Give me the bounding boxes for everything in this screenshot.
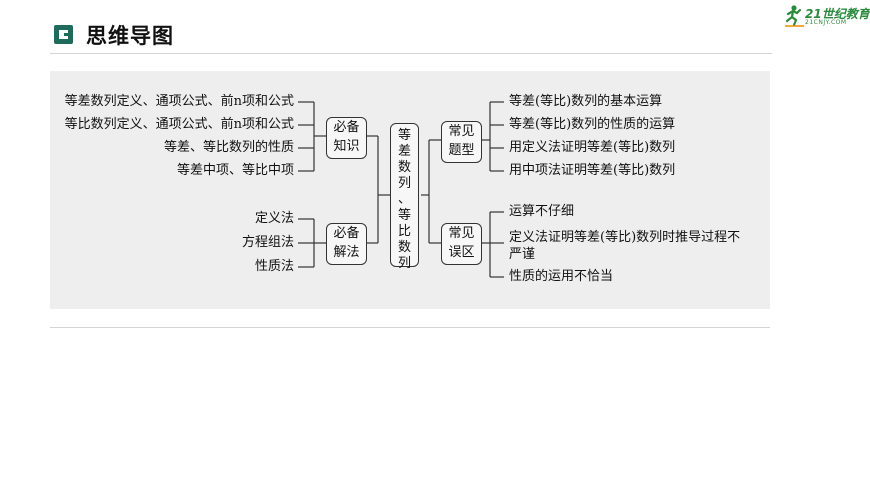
mindmap-panel: 等差数列定义、通项公式、前n项和公式 等比数列定义、通项公式、前n项和公式 等差… [50, 71, 770, 309]
knowledge-item: 等比数列定义、通项公式、前n项和公式 [64, 117, 294, 132]
method-item: 方程组法 [241, 235, 294, 250]
mistakes-box: 常见 误区 [441, 223, 482, 265]
center-topic-char: 列 [397, 256, 411, 271]
knowledge-item: 等差中项、等比中项 [176, 163, 294, 178]
types-box-label: 题型 [448, 143, 475, 158]
center-topic-char: 等 [397, 208, 411, 223]
types-box: 常见 题型 [441, 121, 482, 163]
knowledge-box-label: 必备 [333, 120, 360, 135]
mistake-item: 性质的运用不恰当 [509, 269, 614, 284]
header-divider [50, 53, 772, 54]
type-item: 用定义法证明等差(等比)数列 [509, 140, 676, 155]
mindmap-connectors [298, 101, 504, 278]
method-item: 性质法 [254, 259, 294, 274]
center-topic-char: 列 [397, 176, 411, 191]
center-topic-char: 数 [397, 240, 411, 255]
section-square-icon [54, 25, 73, 44]
mistake-item: 严谨 [509, 247, 536, 262]
methods-box: 必备 解法 [326, 223, 367, 265]
type-item: 用中项法证明等差(等比)数列 [509, 163, 676, 178]
methods-box-label: 必备 [333, 226, 360, 241]
page-title: 思维导图 [86, 24, 174, 48]
center-topic-box: 等 差 数 列 、 等 比 数 列 [390, 123, 419, 271]
center-topic-char: 比 [397, 224, 411, 239]
center-topic-char: 差 [397, 144, 411, 159]
methods-box-label: 解法 [333, 245, 360, 260]
center-topic-char: 等 [397, 128, 411, 143]
mistakes-box-label: 误区 [448, 245, 475, 260]
logo-text: 21世纪教育 [805, 7, 870, 21]
knowledge-box-label: 知识 [333, 139, 360, 154]
runner-logo-icon [785, 5, 804, 27]
footer-divider [50, 327, 770, 328]
knowledge-box: 必备 知识 [326, 117, 367, 159]
knowledge-item: 等差、等比数列的性质 [163, 140, 294, 155]
center-topic-char: 、 [397, 192, 411, 207]
knowledge-item: 等差数列定义、通项公式、前n项和公式 [64, 94, 294, 109]
types-box-label: 常见 [448, 124, 475, 139]
type-item: 等差(等比)数列的基本运算 [509, 94, 663, 109]
mistake-item: 定义法证明等差(等比)数列时推导过程不 [509, 230, 741, 245]
method-item: 定义法 [254, 211, 294, 226]
mistake-item: 运算不仔细 [509, 204, 575, 219]
type-item: 等差(等比)数列的性质的运算 [509, 117, 676, 132]
logo-subtext: 21CNJY.COM [805, 19, 847, 26]
center-topic-char: 数 [397, 160, 411, 175]
mistakes-box-label: 常见 [448, 226, 475, 241]
